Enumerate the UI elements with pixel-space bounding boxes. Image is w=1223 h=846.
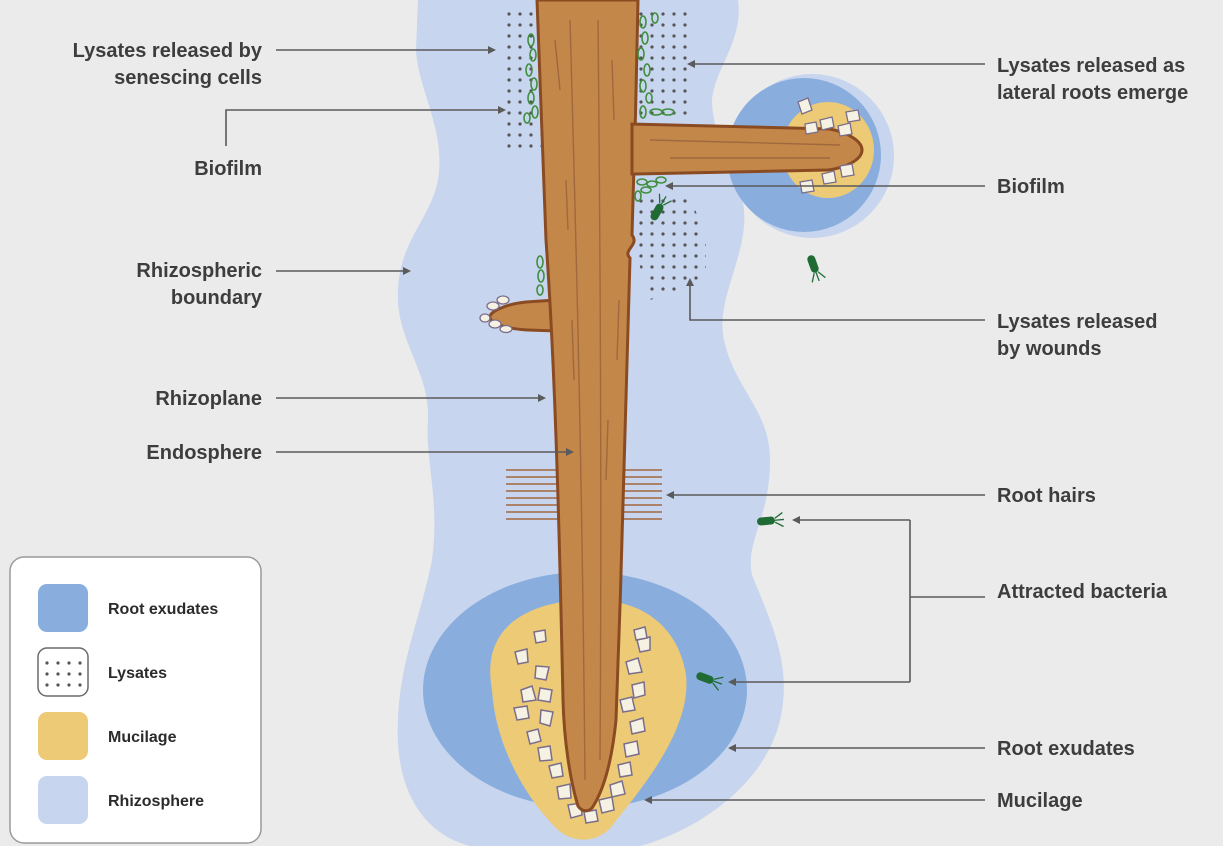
legend-swatch-lysates-dots	[44, 654, 82, 690]
label-lysates-lateral-line1: Lysates released as	[997, 55, 1185, 77]
label-lysates-senescing-line2: senescing cells	[114, 67, 262, 89]
legend-label-mucilage: Mucilage	[108, 729, 177, 746]
legend-swatch-root-exudates	[38, 584, 88, 632]
label-lysates-wounds-line1: Lysates released	[997, 311, 1157, 333]
label-rhizospheric-line2: boundary	[171, 287, 263, 309]
label-biofilm-left: Biofilm	[194, 158, 262, 180]
legend-label-lysates: Lysates	[108, 665, 167, 682]
label-rhizoplane: Rhizoplane	[155, 388, 262, 410]
bacterium-2	[803, 253, 825, 283]
label-root-hairs: Root hairs	[997, 485, 1096, 507]
legend-swatch-rhizosphere	[38, 776, 88, 824]
label-biofilm-right: Biofilm	[997, 176, 1065, 198]
legend-label-rhizosphere: Rhizosphere	[108, 793, 204, 810]
lateral-root	[632, 124, 862, 174]
label-root-exudates: Root exudates	[997, 738, 1135, 760]
legend: Root exudates Lysates Mucilage Rhizosphe…	[10, 557, 261, 843]
label-lysates-senescing-line1: Lysates released by	[73, 40, 263, 62]
label-lysates-lateral-line2: lateral roots emerge	[997, 82, 1188, 104]
label-rhizospheric-line1: Rhizospheric	[136, 260, 262, 282]
label-endosphere: Endosphere	[146, 442, 262, 464]
legend-label-root-exudates: Root exudates	[108, 601, 218, 618]
label-lysates-wounds-line2: by wounds	[997, 338, 1101, 360]
label-attracted-bacteria: Attracted bacteria	[997, 581, 1168, 603]
legend-swatch-mucilage	[38, 712, 88, 760]
label-mucilage: Mucilage	[997, 790, 1083, 812]
